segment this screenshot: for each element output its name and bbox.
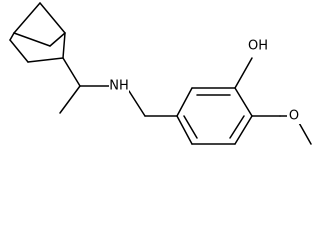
molecule-structure: NH OH O: [9, 2, 312, 145]
amine-label: NH: [109, 79, 129, 94]
bond: [62, 32, 66, 59]
bond: [234, 115, 253, 145]
bond: [234, 57, 253, 89]
hydroxyl-label-group: OH: [246, 38, 270, 54]
double-bond-line: [183, 115, 198, 139]
bond: [128, 90, 146, 117]
bond: [62, 57, 81, 87]
amine-label-group: NH: [109, 77, 129, 94]
double-bond-line: [229, 115, 245, 139]
bond: [13, 32, 51, 47]
hydroxyl-label: OH: [248, 39, 268, 54]
bond: [176, 87, 193, 117]
substituent-bonds: [234, 57, 312, 145]
methoxy-oxygen-label-group: O: [287, 108, 301, 124]
bond: [39, 2, 66, 34]
bond: [13, 2, 41, 34]
bond: [49, 32, 66, 47]
linker-group: [59, 57, 178, 117]
bond: [9, 32, 15, 41]
bond: [9, 39, 29, 63]
methoxy-oxygen-label: O: [289, 109, 299, 124]
norbornane-group: [9, 2, 66, 63]
benzene-ring: [176, 87, 253, 145]
bond: [234, 87, 253, 117]
bond: [176, 115, 193, 145]
bond: [59, 85, 81, 114]
bond: [297, 120, 312, 145]
bond: [27, 57, 64, 63]
